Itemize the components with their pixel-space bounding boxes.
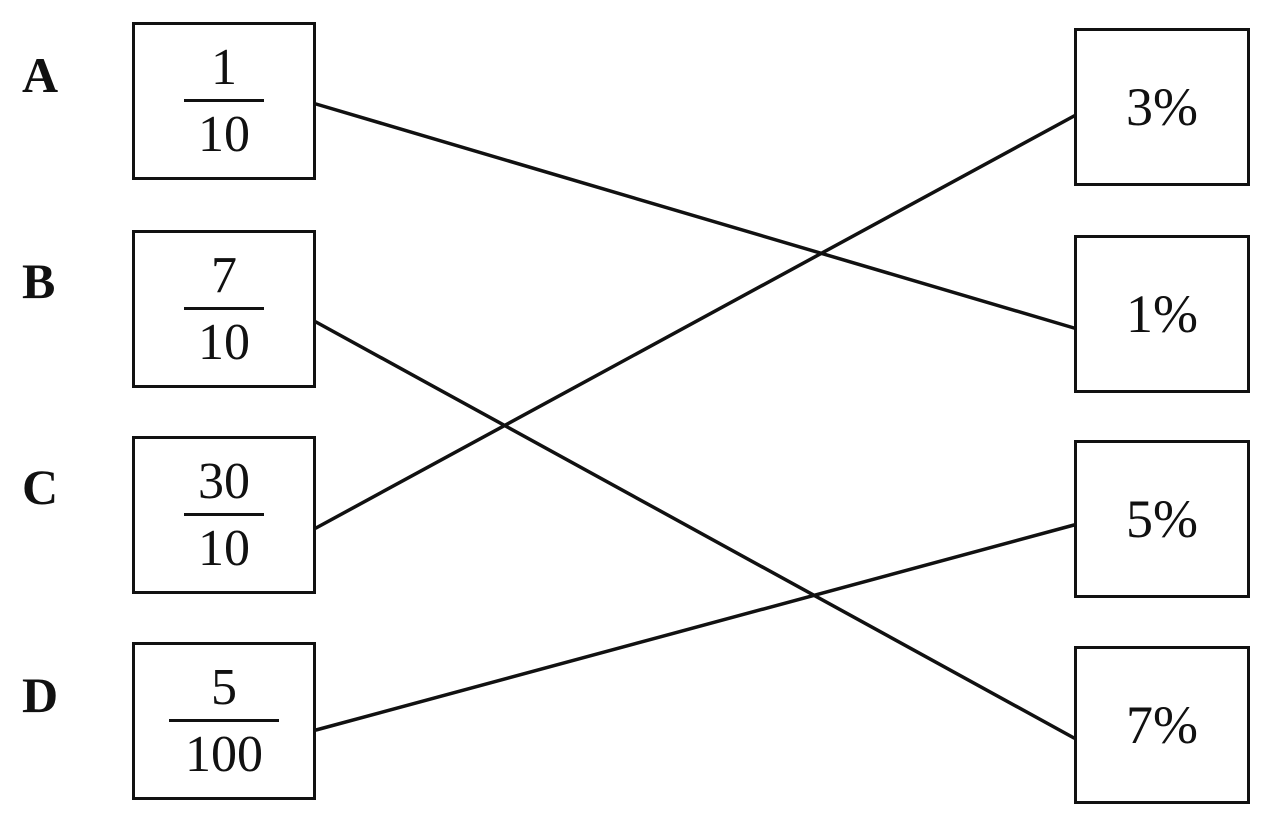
fraction-numerator: 5: [211, 658, 237, 716]
percent-box-7[interactable]: 7%: [1074, 646, 1250, 804]
percent-label: 5%: [1126, 489, 1198, 549]
percent-box-5[interactable]: 5%: [1074, 440, 1250, 598]
fraction-bar: [184, 512, 264, 516]
fraction-numerator: 1: [211, 38, 237, 96]
percent-label: 1%: [1126, 284, 1198, 344]
percent-box-1[interactable]: 1%: [1074, 235, 1250, 393]
fraction-box-c[interactable]: 30 10: [132, 436, 316, 594]
connection-b-7pct: [314, 320, 1076, 740]
percent-box-3[interactable]: 3%: [1074, 28, 1250, 186]
connection-a-1pct: [314, 102, 1076, 330]
fraction-denominator: 10: [198, 519, 250, 577]
fraction-bar: [169, 718, 279, 722]
fraction: 7 10: [135, 233, 313, 385]
fraction-bar: [184, 306, 264, 310]
fraction: 5 100: [135, 645, 313, 797]
connection-c-3pct: [314, 114, 1076, 530]
row-label-b: B: [22, 253, 56, 309]
percent-label: 7%: [1126, 695, 1198, 755]
fraction-box-b[interactable]: 7 10: [132, 230, 316, 388]
fraction: 1 10: [135, 25, 313, 177]
row-label-d: D: [22, 667, 59, 723]
row-label-a: A: [22, 47, 59, 103]
row-label-c: C: [22, 459, 59, 515]
connection-d-5pct: [314, 523, 1076, 732]
fraction-numerator: 30: [198, 452, 250, 510]
fraction-numerator: 7: [211, 246, 237, 304]
fraction-denominator: 100: [185, 725, 263, 783]
fraction: 30 10: [135, 439, 313, 591]
fraction-bar: [184, 98, 264, 102]
percent-label: 3%: [1126, 77, 1198, 137]
fraction-denominator: 10: [198, 105, 250, 163]
fraction-denominator: 10: [198, 313, 250, 371]
fraction-box-a[interactable]: 1 10: [132, 22, 316, 180]
fraction-box-d[interactable]: 5 100: [132, 642, 316, 800]
